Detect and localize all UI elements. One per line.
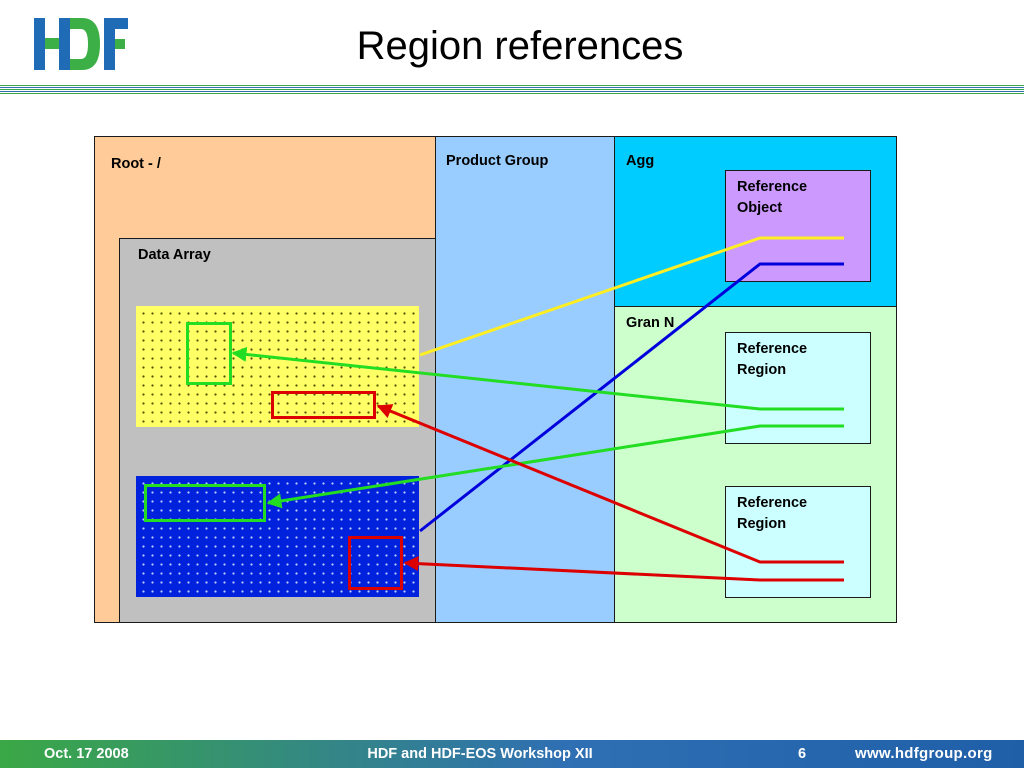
green-region-selection-blue xyxy=(144,484,266,522)
blue-object-reference-line xyxy=(419,262,844,533)
red-region-reference-line xyxy=(376,404,844,564)
footer-website: www.hdfgroup.org xyxy=(855,745,993,762)
green-region-selection-yellow xyxy=(186,322,232,385)
slide-title: Region references xyxy=(356,24,684,68)
reference-region-label: Reference Region xyxy=(737,341,808,378)
green-region-reference-line xyxy=(231,346,844,411)
hdf-logo xyxy=(34,18,128,70)
product-group-label: Product Group xyxy=(446,153,549,169)
page-number: 6 xyxy=(797,746,807,762)
red-region-selection-blue xyxy=(348,536,403,590)
footer-bar xyxy=(0,740,1024,768)
red-region-reference-line xyxy=(403,556,844,582)
logo-d xyxy=(70,18,100,70)
yellow-object-reference-line xyxy=(419,236,844,357)
yellow-raster-dataset xyxy=(136,306,419,427)
logo-f-stem xyxy=(104,18,115,70)
logo-h-left xyxy=(34,18,45,70)
reference-object-box: Reference Object xyxy=(725,170,871,282)
root-label: Root - / xyxy=(111,156,161,172)
footer-date: Oct. 17 2008 xyxy=(44,746,129,762)
header-divider xyxy=(0,85,1024,95)
data-array-label: Data Array xyxy=(138,247,211,263)
agg-label: Agg xyxy=(626,153,655,169)
logo-h-right xyxy=(59,18,70,70)
gran-n-label: Gran N xyxy=(626,315,675,331)
logo-f-mid xyxy=(115,39,125,49)
reference-region-label: Reference Region xyxy=(737,495,808,532)
logo-f-top xyxy=(115,18,128,29)
green-region-reference-line xyxy=(266,424,844,509)
red-region-selection-yellow xyxy=(271,391,376,419)
reference-object-label: Reference Object xyxy=(737,179,808,216)
logo-h-bar xyxy=(45,38,59,49)
footer-event-name: HDF and HDF-EOS Workshop XII xyxy=(367,746,593,762)
